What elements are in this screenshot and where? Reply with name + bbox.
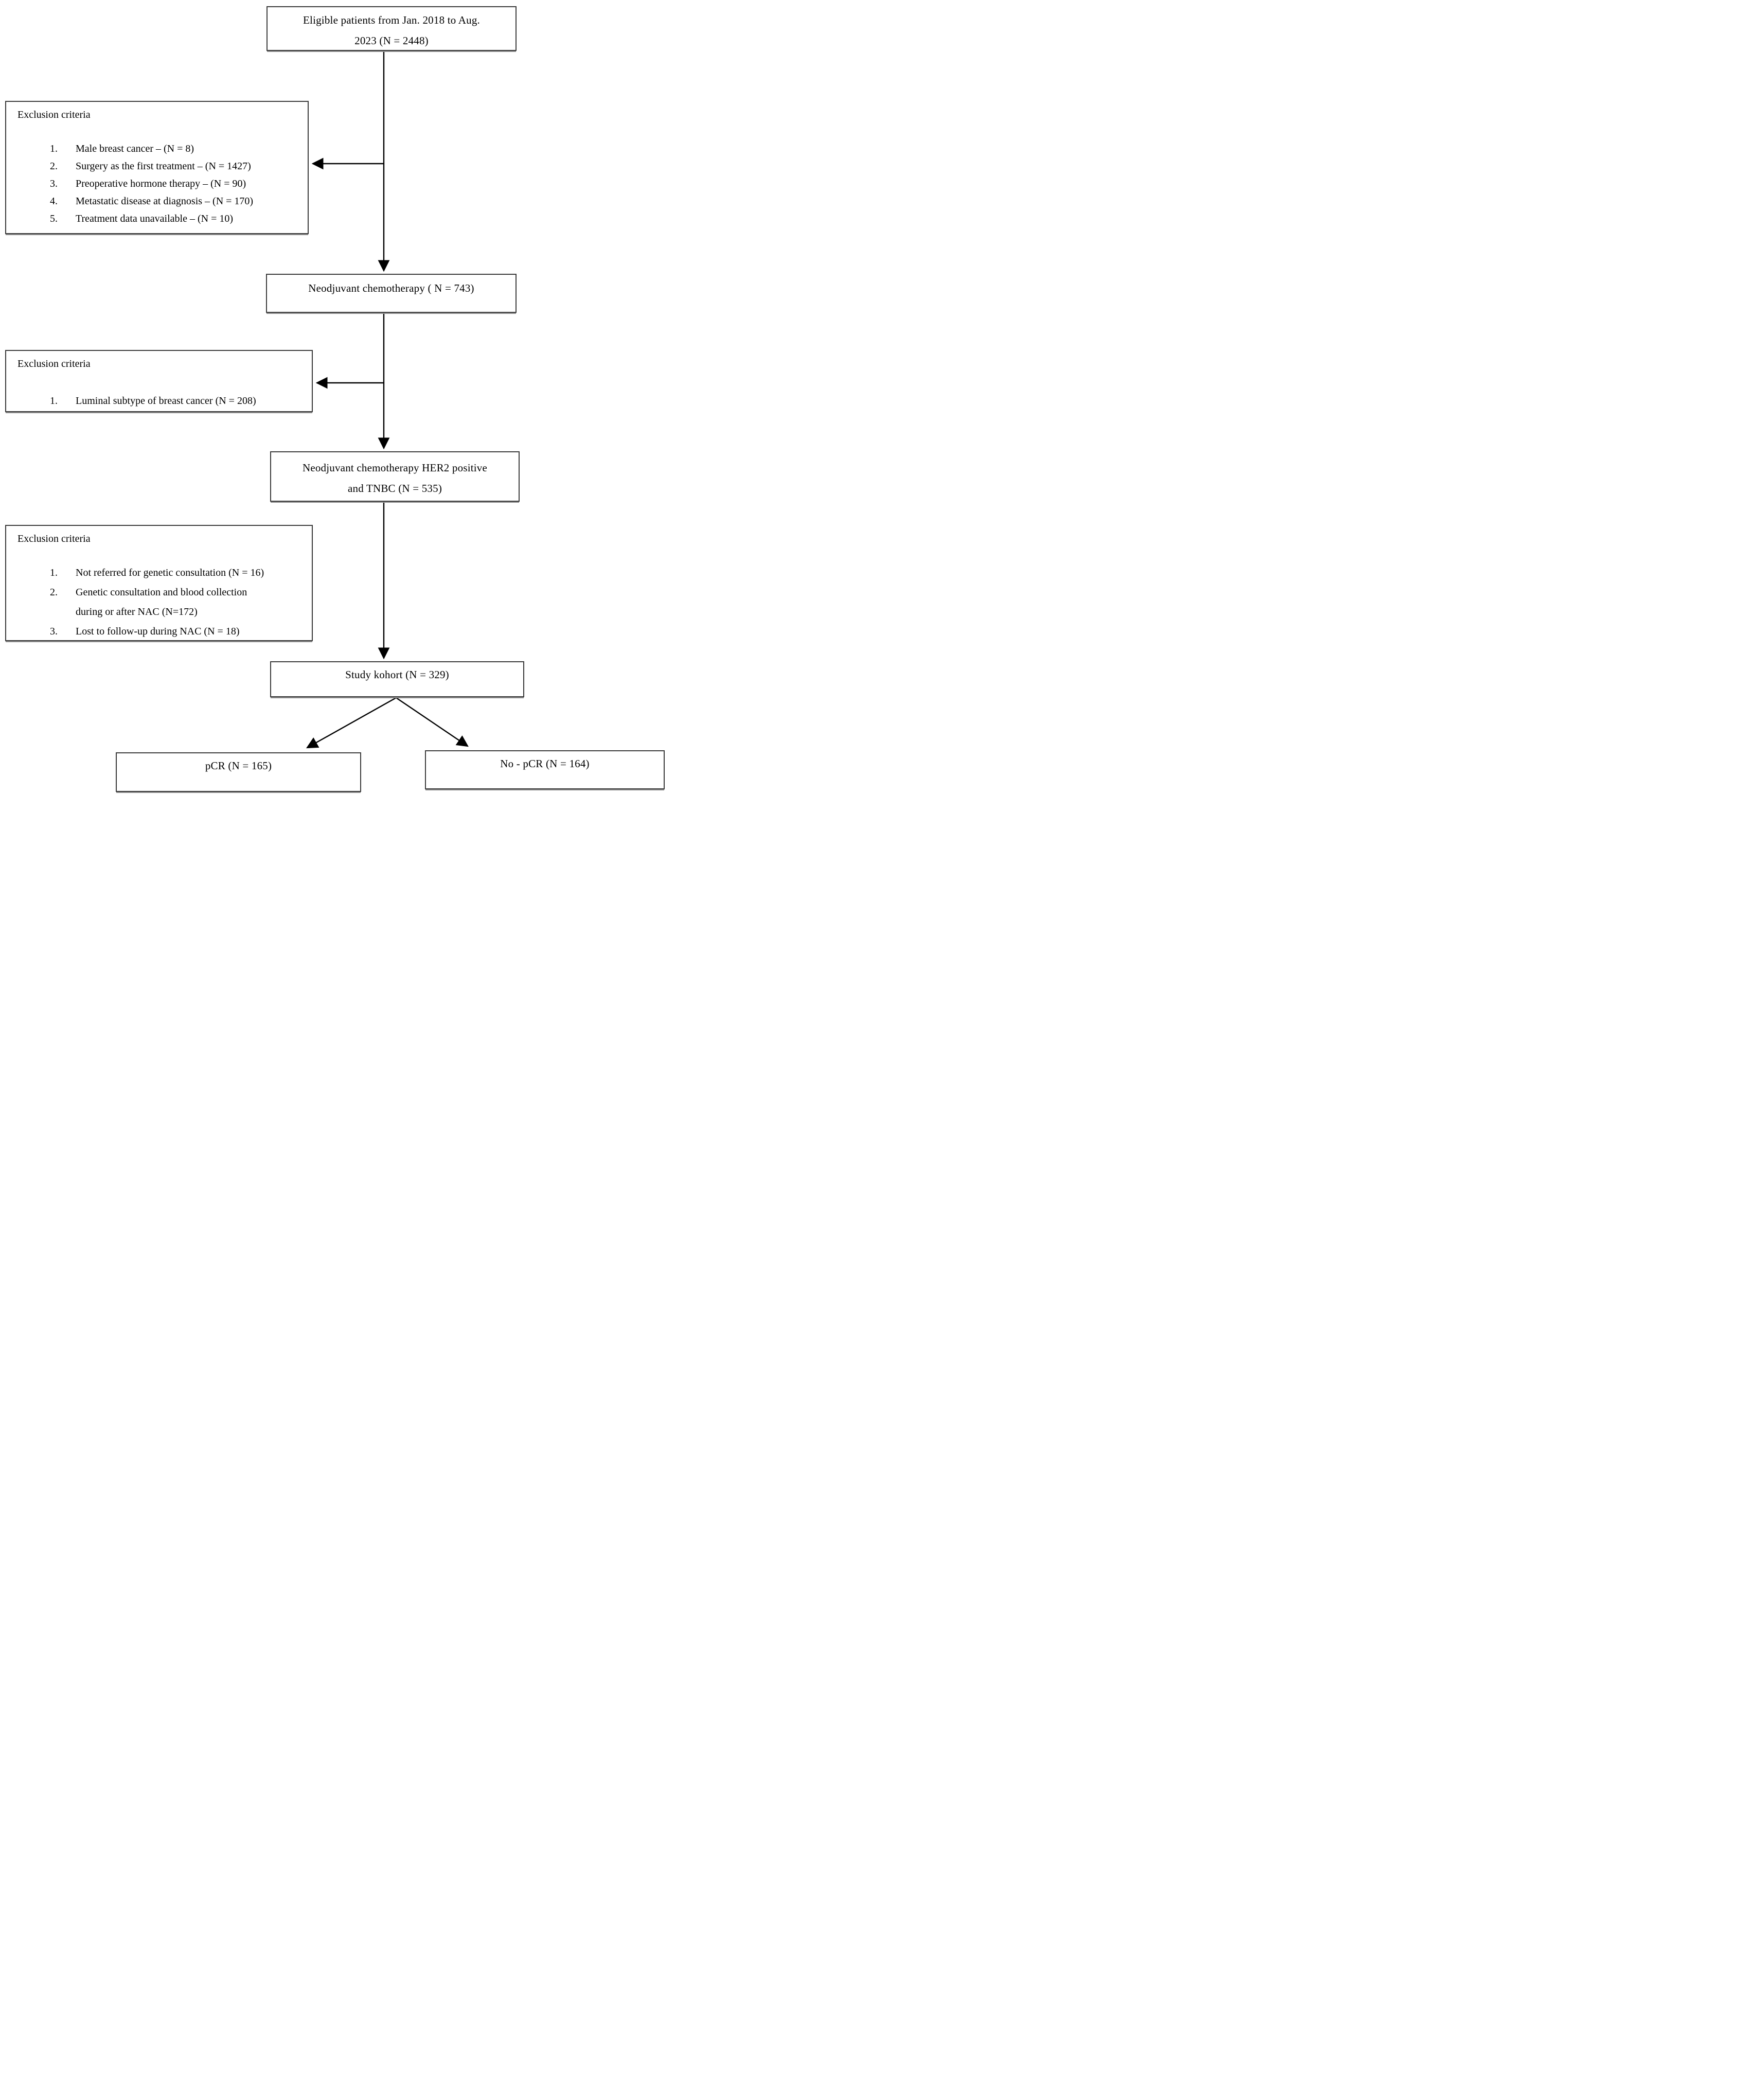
box-study-cohort: Study kohort (N = 329) — [270, 661, 524, 697]
box-text: Neodjuvant chemotherapy ( N = 743) — [308, 282, 474, 294]
item-text: Male breast cancer – (N = 8) — [76, 143, 194, 154]
item-text: Genetic consultation and blood collectio… — [76, 587, 247, 617]
list-item: 1. Luminal subtype of breast cancer (N =… — [17, 392, 305, 410]
item-number: 1. — [50, 567, 58, 578]
item-number: 5. — [50, 213, 58, 224]
list-item: 1. Male breast cancer – (N = 8) — [17, 140, 300, 157]
box-text: Study kohort (N = 329) — [345, 668, 449, 681]
box-text: No - pCR (N = 164) — [500, 757, 590, 770]
list-item: 2. Surgery as the first treatment – (N =… — [17, 157, 300, 175]
list-item: 1. Not referred for genetic consultation… — [17, 563, 305, 583]
exclusion-list: 1. Luminal subtype of breast cancer (N =… — [17, 392, 305, 410]
box-text: Eligible patients from Jan. 2018 to Aug.… — [303, 14, 480, 47]
item-text: Luminal subtype of breast cancer (N = 20… — [76, 395, 256, 407]
box-exclusion-1: Exclusion criteria 1. Male breast cancer… — [5, 101, 309, 234]
arrow-study-to-pcr — [306, 697, 397, 749]
box-text: pCR (N = 165) — [205, 760, 272, 772]
box-eligible-patients: Eligible patients from Jan. 2018 to Aug.… — [266, 6, 517, 51]
exclusion-list: 1. Male breast cancer – (N = 8) 2. Surge… — [17, 140, 300, 227]
item-text: Lost to follow-up during NAC (N = 18) — [76, 626, 240, 637]
exclusion-title: Exclusion criteria — [17, 109, 91, 120]
item-text: Not referred for genetic consultation (N… — [76, 567, 264, 578]
arrow-study-to-no-pcr — [396, 697, 469, 747]
list-item: 2. Genetic consultation and blood collec… — [17, 583, 305, 622]
flow-diagram: Eligible patients from Jan. 2018 to Aug.… — [0, 0, 667, 796]
item-number: 3. — [50, 626, 58, 637]
item-number: 2. — [50, 587, 58, 598]
list-item: 3. Preoperative hormone therapy – (N = 9… — [17, 175, 300, 192]
item-number: 1. — [50, 143, 58, 154]
box-neoadjuvant-chemo: Neodjuvant chemotherapy ( N = 743) — [266, 274, 517, 313]
exclusion-list: 1. Not referred for genetic consultation… — [17, 563, 305, 641]
item-number: 1. — [50, 395, 58, 407]
item-number: 2. — [50, 161, 58, 172]
item-number: 3. — [50, 178, 58, 189]
item-text: Preoperative hormone therapy – (N = 90) — [76, 178, 246, 189]
box-exclusion-3: Exclusion criteria 1. Not referred for g… — [5, 525, 313, 641]
exclusion-title: Exclusion criteria — [17, 533, 91, 544]
list-item: 4. Metastatic disease at diagnosis – (N … — [17, 192, 300, 210]
item-text: Surgery as the first treatment – (N = 14… — [76, 161, 251, 172]
exclusion-title: Exclusion criteria — [17, 358, 91, 369]
box-no-pcr: No - pCR (N = 164) — [425, 750, 665, 789]
list-item: 3. Lost to follow-up during NAC (N = 18) — [17, 622, 305, 641]
item-text: Metastatic disease at diagnosis – (N = 1… — [76, 196, 254, 207]
box-pcr: pCR (N = 165) — [116, 752, 361, 792]
flow-connectors — [306, 51, 469, 749]
list-item: 5. Treatment data unavailable – (N = 10) — [17, 210, 300, 227]
box-exclusion-2: Exclusion criteria 1. Luminal subtype of… — [5, 350, 313, 412]
item-number: 4. — [50, 196, 58, 207]
item-text: Treatment data unavailable – (N = 10) — [76, 213, 234, 224]
